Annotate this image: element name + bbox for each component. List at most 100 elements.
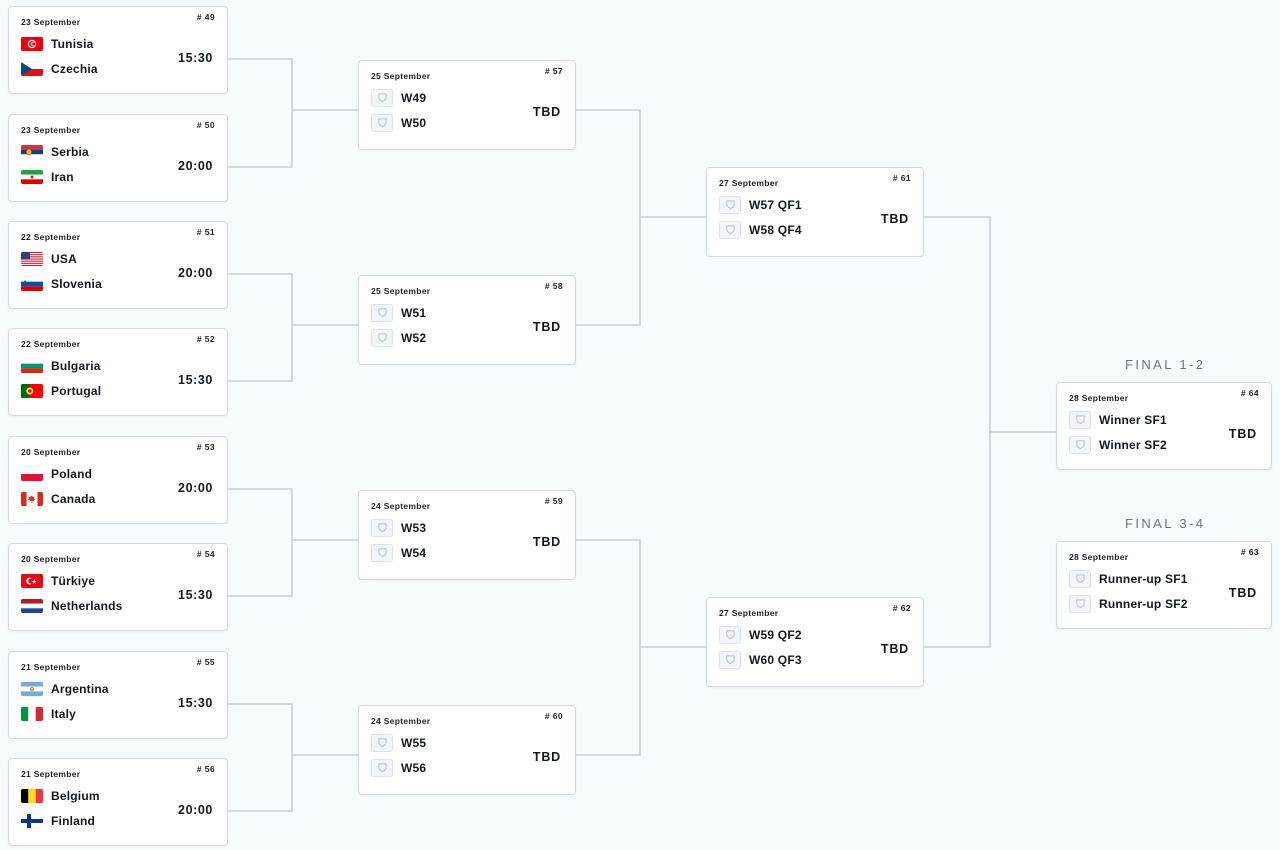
flag-icon-belgium	[21, 788, 43, 803]
match-date: 27 September	[719, 178, 779, 188]
flag-icon-serbia	[21, 144, 43, 159]
team-row[interactable]: Czechia	[21, 56, 215, 81]
team-row[interactable]: Slovenia	[21, 271, 215, 296]
match-header: 24 September# 59	[359, 491, 575, 511]
team-row[interactable]: Finland	[21, 808, 215, 833]
team-name: W55	[401, 735, 427, 750]
team-name: Runner-up SF2	[1099, 596, 1188, 611]
match-header: 21 September# 56	[9, 759, 227, 779]
team-row[interactable]: Serbia	[21, 139, 215, 164]
flag-icon-turkiye	[21, 573, 43, 588]
team-name: W56	[401, 760, 427, 775]
match-number: # 55	[196, 657, 215, 667]
match-header: 25 September# 58	[359, 276, 575, 296]
shield-placeholder-icon	[371, 543, 393, 562]
team-row[interactable]: Winner SF2	[1069, 432, 1259, 457]
team-row[interactable]: W57 QF1	[719, 192, 911, 217]
team-row[interactable]: Runner-up SF1	[1069, 566, 1259, 591]
team-row[interactable]: USA	[21, 246, 215, 271]
team-name: Türkiye	[51, 573, 96, 588]
match-header: 28 September# 63	[1057, 542, 1271, 562]
team-row[interactable]: W53	[371, 515, 563, 540]
match-date: 20 September	[21, 554, 81, 564]
team-row[interactable]: Portugal	[21, 378, 215, 403]
team-row[interactable]: W60 QF3	[719, 647, 911, 672]
team-name: Finland	[51, 813, 96, 828]
team-row[interactable]: Iran	[21, 164, 215, 189]
team-row[interactable]: Canada	[21, 486, 215, 511]
match-number: # 54	[196, 549, 215, 559]
team-row[interactable]: Runner-up SF2	[1069, 591, 1259, 616]
match-time: 15:30	[178, 51, 213, 65]
team-row[interactable]: Türkiye	[21, 568, 215, 593]
match-time: 15:30	[178, 696, 213, 710]
team-row[interactable]: Winner SF1	[1069, 407, 1259, 432]
team-row[interactable]: Poland	[21, 461, 215, 486]
match-number: # 62	[892, 603, 911, 613]
match-number: # 56	[196, 764, 215, 774]
team-name: W59 QF2	[749, 627, 802, 642]
match-header: 20 September # 54	[9, 544, 227, 564]
match-date: 20 September	[21, 447, 81, 457]
team-row[interactable]: Tunisia	[21, 31, 215, 56]
team-row[interactable]: W52	[371, 325, 563, 350]
team-name: Poland	[51, 466, 93, 481]
team-row[interactable]: W56	[371, 755, 563, 780]
team-row[interactable]: W55	[371, 730, 563, 755]
team-name: W50	[401, 115, 427, 130]
team-name: Italy	[51, 706, 77, 721]
team-row[interactable]: Netherlands	[21, 593, 215, 618]
match-header: 23 September# 49	[9, 7, 227, 27]
team-name: W52	[401, 330, 427, 345]
match-time: 15:30	[178, 373, 213, 387]
match-header: 25 September# 57	[359, 61, 575, 81]
team-row[interactable]: Italy	[21, 701, 215, 726]
flag-icon-argentina	[21, 681, 43, 696]
team-row[interactable]: W54	[371, 540, 563, 565]
team-row[interactable]: W58 QF4	[719, 217, 911, 242]
shield-placeholder-icon	[1069, 569, 1091, 588]
flag-icon-italy	[21, 706, 43, 721]
team-name: W60 QF3	[749, 652, 802, 667]
match-header: 27 September # 62	[707, 598, 923, 618]
team-name: Serbia	[51, 144, 89, 159]
team-name: Iran	[51, 169, 74, 184]
flag-icon-czechia	[21, 61, 43, 76]
team-row[interactable]: W49	[371, 85, 563, 110]
shield-placeholder-icon	[719, 650, 741, 669]
team-row[interactable]: Bulgaria	[21, 353, 215, 378]
match-time: TBD	[1228, 586, 1257, 600]
flag-icon-slovenia	[21, 276, 43, 291]
match-date: 25 September	[371, 71, 431, 81]
team-row[interactable]: Argentina	[21, 676, 215, 701]
team-row[interactable]: Belgium	[21, 783, 215, 808]
match-number: # 51	[196, 227, 215, 237]
team-row[interactable]: W51	[371, 300, 563, 325]
match-header: 22 September# 52	[9, 329, 227, 349]
match-date: 27 September	[719, 608, 779, 618]
flag-icon-netherlands	[21, 598, 43, 613]
team-row[interactable]: W50	[371, 110, 563, 135]
team-name: W58 QF4	[749, 222, 802, 237]
team-row[interactable]: W59 QF2	[719, 622, 911, 647]
